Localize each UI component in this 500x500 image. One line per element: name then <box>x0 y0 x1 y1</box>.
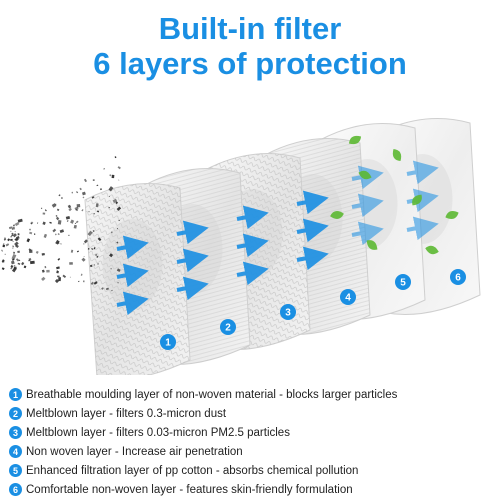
airflow-arrow-icon <box>351 193 384 218</box>
layer-badge-5: 5 <box>395 274 411 290</box>
legend-item: 1 Breathable moulding layer of non-woven … <box>9 385 495 404</box>
airflow-arrow-icon <box>406 160 439 185</box>
svg-text:3: 3 <box>285 308 291 319</box>
layer-number-badge: 1 <box>9 388 22 401</box>
title-line-2: 6 layers of protection <box>93 46 407 81</box>
svg-text:4: 4 <box>345 293 351 304</box>
layers-legend: 1 Breathable moulding layer of non-woven … <box>9 385 495 499</box>
layer-number-badge: 3 <box>9 426 22 439</box>
airflow-arrow-icon <box>351 221 384 246</box>
airflow-arrow-icon <box>406 216 439 241</box>
title-line-1: Built-in filter <box>158 11 342 46</box>
layer-description: Breathable moulding layer of non-woven m… <box>26 388 398 401</box>
dust-particles-icon <box>1 156 122 292</box>
filter-layers-illustration: 6 5 4 3 2 1 <box>1 118 481 375</box>
svg-text:6: 6 <box>455 273 461 284</box>
layer-badge-6: 6 <box>450 269 466 285</box>
layer-badge-2: 2 <box>220 319 236 335</box>
airflow-arrow-icon <box>116 235 149 260</box>
layer-badge-3: 3 <box>280 304 296 320</box>
leaf-icon <box>330 135 459 255</box>
layer-badge-1: 1 <box>160 334 176 350</box>
layer-number-badge: 5 <box>9 464 22 477</box>
svg-text:5: 5 <box>400 278 406 289</box>
legend-item: 6 Comfortable non-woven layer - features … <box>9 480 495 499</box>
layer-number-badge: 6 <box>9 483 22 496</box>
layer-description: Non woven layer - Increase air penetrati… <box>26 445 243 458</box>
airflow-arrow-icon <box>116 291 149 316</box>
layer-description: Enhanced filtration layer of pp cotton -… <box>26 464 359 477</box>
airflow-arrow-icon <box>296 218 329 243</box>
layer-number-badge: 4 <box>9 445 22 458</box>
svg-text:2: 2 <box>225 323 231 334</box>
airflow-arrow-icon <box>176 248 209 273</box>
airflow-arrow-icon <box>176 276 209 301</box>
legend-item: 4 Non woven layer - Increase air penetrat… <box>9 442 495 461</box>
layer-description: Comfortable non-woven layer - features s… <box>26 483 353 496</box>
airflow-arrow-icon <box>296 246 329 271</box>
airflow-arrow-icon <box>116 263 149 288</box>
airflow-arrow-icon <box>176 220 209 245</box>
svg-text:1: 1 <box>165 338 171 349</box>
layer-number-badge: 2 <box>9 407 22 420</box>
airflow-arrow-icon <box>236 233 269 258</box>
layer-description: Meltblown layer - filters 0.3-micron dus… <box>26 407 227 420</box>
layer-description: Meltblown layer - filters 0.03-micron PM… <box>26 426 290 439</box>
legend-item: 3 Meltblown layer - filters 0.03-micron P… <box>9 423 495 442</box>
airflow-arrow-icon <box>236 205 269 230</box>
legend-item: 5 Enhanced filtration layer of pp cotton … <box>9 461 495 480</box>
legend-item: 2 Meltblown layer - filters 0.3-micron du… <box>9 404 495 423</box>
airflow-arrow-icon <box>236 261 269 286</box>
layer-badge-4: 4 <box>340 289 356 305</box>
airflow-arrow-icon <box>296 190 329 215</box>
